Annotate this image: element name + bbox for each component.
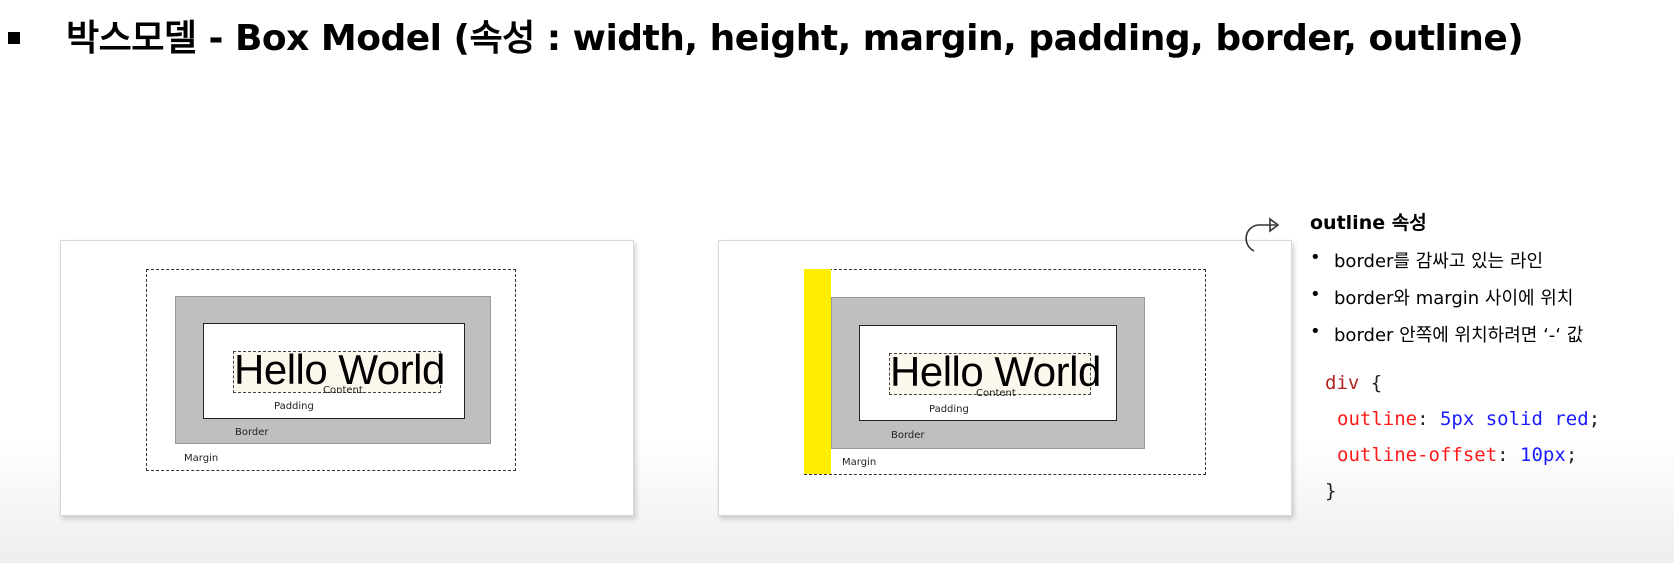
bullet-square-icon [8, 32, 20, 44]
curved-arrow-icon [1245, 217, 1280, 252]
code-property: outline-offset [1337, 444, 1498, 466]
content-label: Content [323, 385, 363, 396]
outline-highlight [804, 269, 831, 474]
padding-label: Padding [929, 404, 969, 415]
content-label: Content [976, 388, 1016, 399]
code-line: outline-offset: 10px; [1337, 444, 1578, 466]
padding-label: Padding [274, 401, 314, 412]
code-close-brace: } [1325, 480, 1337, 502]
code-selector: div [1325, 372, 1360, 394]
code-open-brace: { [1370, 372, 1383, 394]
content-area: Hello World [889, 348, 1101, 395]
content-area: Hello World [233, 346, 445, 393]
code-property: outline [1337, 408, 1418, 430]
hello-world-text: Hello World [234, 346, 445, 393]
notes-title: outline 속성 [1310, 212, 1427, 234]
list-item: border를 감싸고 있는 라인 [1310, 247, 1670, 273]
css-code-sample: div { outline: 5px solid red; outline-of… [1325, 365, 1600, 509]
border-label: Border [235, 427, 269, 438]
box-model-diagram-panel: Hello World Content Padding Border Margi… [60, 240, 634, 516]
slide-title: 박스모델 - Box Model (속성 : width, height, ma… [8, 4, 1524, 66]
code-line: outline: 5px solid red; [1337, 408, 1601, 430]
slide-title-text: 박스모델 - Box Model (속성 : width, height, ma… [66, 18, 1524, 59]
margin-label: Margin [184, 453, 219, 464]
hello-world-text: Hello World [890, 348, 1101, 395]
margin-label: Margin [842, 457, 877, 468]
code-line: div { [1325, 365, 1600, 401]
code-value: 5px solid red [1439, 408, 1589, 430]
outline-diagram-panel: Hello World Content Padding Border Margi… [718, 240, 1292, 516]
outline-notes: outline 속성 border를 감싸고 있는 라인 border와 mar… [1310, 208, 1670, 358]
list-item: border 안쪽에 위치하려면 ‘-‘ 값 [1310, 321, 1670, 347]
code-value: 10px [1520, 444, 1566, 466]
border-label: Border [891, 430, 925, 441]
notes-list: border를 감싸고 있는 라인 border와 margin 사이에 위치 … [1310, 247, 1670, 347]
code-line: } [1325, 473, 1600, 509]
list-item: border와 margin 사이에 위치 [1310, 284, 1670, 310]
margin-area [146, 269, 516, 471]
